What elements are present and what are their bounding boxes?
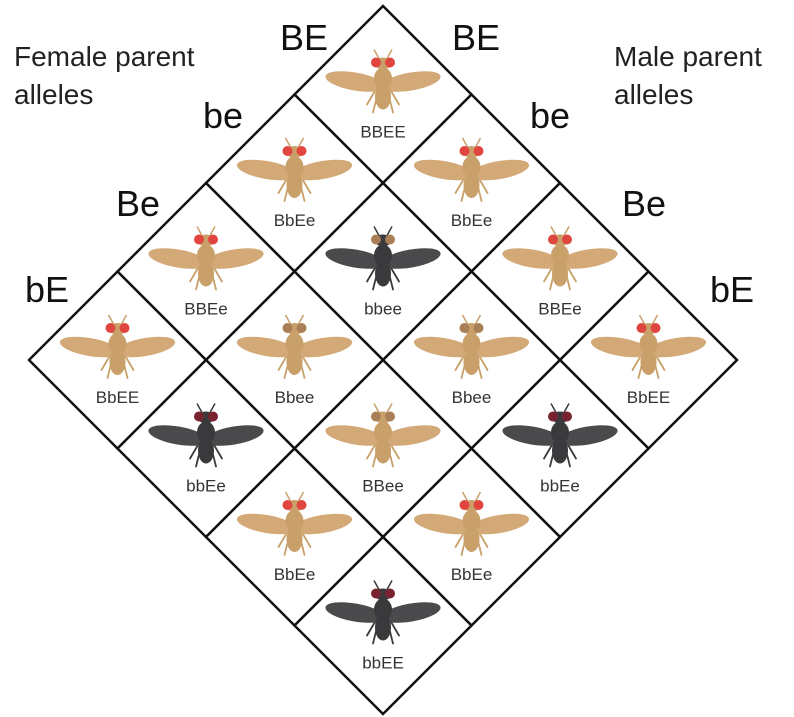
genotype-label: BbEe xyxy=(451,565,493,584)
genotype-label: bbEe xyxy=(540,477,580,496)
genotype-label: BBEe xyxy=(184,300,227,319)
genotype-label: bbEE xyxy=(362,654,404,673)
female-allele-label: BE xyxy=(280,17,328,58)
female-allele-label: be xyxy=(203,95,243,136)
genotype-label: BBEe xyxy=(538,300,581,319)
genotype-label: Bbee xyxy=(452,388,492,407)
female-caption-line-2: alleles xyxy=(14,79,93,110)
female-allele-label: bE xyxy=(25,269,69,310)
genotype-label: BBEE xyxy=(360,123,405,142)
female-allele-label: Be xyxy=(116,183,160,224)
offspring-cells: BBEEBbEeBBEeBbEEBbEebbeeBbeebbEeBBEeBbee… xyxy=(29,6,737,714)
genotype-label: Bbee xyxy=(275,388,315,407)
female-caption-line-1: Female parent xyxy=(14,41,195,72)
genotype-label: bbee xyxy=(364,300,402,319)
genotype-label: BbEe xyxy=(274,565,316,584)
male-allele-label: bE xyxy=(710,269,754,310)
genotype-label: BbEE xyxy=(627,388,670,407)
genotype-label: BbEe xyxy=(274,211,316,230)
male-allele-label: BE xyxy=(452,17,500,58)
male-allele-label: Be xyxy=(622,183,666,224)
female-parent-caption: Female parent alleles xyxy=(14,41,195,110)
male-allele-label: be xyxy=(530,95,570,136)
genotype-label: bbEe xyxy=(186,477,226,496)
genotype-label: BBee xyxy=(362,477,404,496)
genotype-label: BbEE xyxy=(96,388,139,407)
male-caption-line-2: alleles xyxy=(614,79,693,110)
male-parent-caption: Male parent alleles xyxy=(614,41,762,110)
genotype-label: BbEe xyxy=(451,211,493,230)
male-caption-line-1: Male parent xyxy=(614,41,762,72)
